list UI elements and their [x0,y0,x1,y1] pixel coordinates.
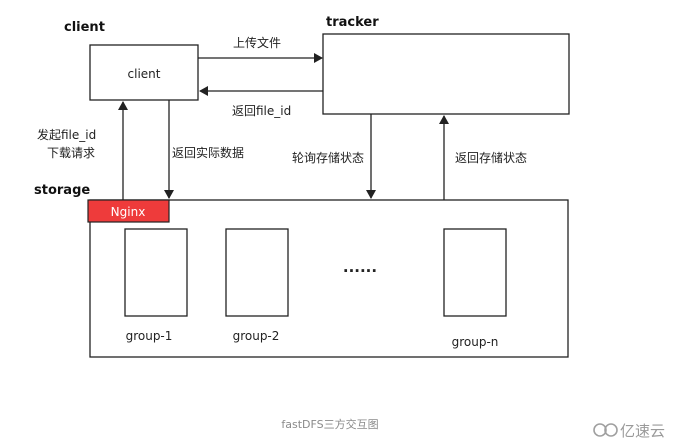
group-n-label: group-n [452,335,499,349]
group-1-label: group-1 [126,329,173,343]
group-2-box [225,228,289,317]
return-file-id-label: 返回file_id [232,104,291,118]
tracker-heading: tracker [326,15,379,30]
watermark-logo-icon [593,423,618,437]
nginx-badge [87,199,170,223]
return-data-label: 返回实际数据 [172,145,244,160]
poll-status-label: 轮询存储状态 [292,150,364,165]
client-box [89,44,199,101]
watermark-text: 亿速云 [620,422,665,440]
group-n-box [443,228,507,317]
diagram-caption: fastDFS三方交互图 [281,417,378,431]
ellipsis: ...... [343,258,377,276]
nginx-label: Nginx [111,205,146,219]
storage-heading: storage [34,183,90,198]
return-status-label: 返回存储状态 [455,150,527,165]
group-2-label: group-2 [233,329,280,343]
download-request-label-2: 下载请求 [47,146,95,160]
upload-label: 上传文件 [233,35,281,50]
group-1-box [124,228,188,317]
client-heading: client [64,20,105,35]
client-box-label: client [128,67,161,81]
download-request-label-1: 发起file_id [37,127,96,142]
tracker-box [322,33,570,115]
